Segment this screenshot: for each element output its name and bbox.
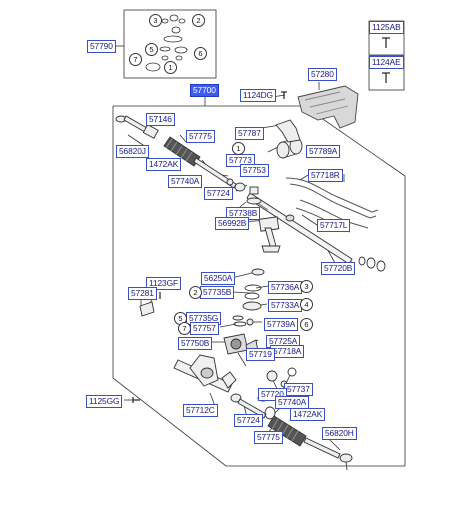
bracket-57281 (139, 301, 155, 317)
callout-2-main: 2 (189, 286, 202, 299)
label-57281[interactable]: 57281 (128, 287, 157, 300)
heat-shield (297, 85, 359, 129)
label-57757[interactable]: 57757 (190, 322, 219, 335)
clamp-tube (276, 137, 303, 159)
callout-6-main: 6 (300, 318, 313, 331)
callout-3: 3 (149, 14, 162, 27)
label-1472ak-lower[interactable]: 1472AK (290, 408, 326, 421)
callout-3-main: 3 (300, 280, 313, 293)
callout-2: 2 (192, 14, 205, 27)
label-57724-upper[interactable]: 57724 (204, 187, 233, 200)
inner-tie-rod-right (230, 393, 276, 420)
label-1472ak-upper[interactable]: 1472AK (146, 158, 182, 171)
label-57739a[interactable]: 57739A (264, 318, 299, 331)
label-1125ab[interactable]: 1125AB (369, 21, 404, 34)
label-1123gf[interactable]: 1123GF (146, 277, 182, 290)
callout-1-main: 1 (232, 142, 245, 155)
label-57280[interactable]: 57280 (308, 68, 337, 81)
bellows-right (267, 415, 307, 447)
inner-tie-rod-left (193, 157, 246, 192)
label-56992b[interactable]: 56992B (215, 217, 250, 230)
callout-7-main: 7 (178, 322, 191, 335)
label-57724-lower[interactable]: 57724 (234, 414, 263, 427)
mount-bracket (275, 119, 301, 143)
label-57735b[interactable]: 57735B (200, 286, 235, 299)
callout-1: 1 (164, 61, 177, 74)
tie-rod-end-left (115, 115, 159, 139)
label-57733a[interactable]: 57733A (268, 299, 303, 312)
label-1124ae[interactable]: 1124AE (369, 56, 404, 69)
label-56250a[interactable]: 56250A (201, 272, 236, 285)
label-57750b[interactable]: 57750B (178, 337, 213, 350)
label-57736a[interactable]: 57736A (268, 281, 303, 294)
label-57146[interactable]: 57146 (146, 113, 175, 126)
label-57753[interactable]: 57753 (240, 164, 269, 177)
label-1124dg[interactable]: 1124DG (240, 89, 276, 102)
label-56820h[interactable]: 56820H (322, 427, 357, 440)
rack-seals-right (358, 256, 386, 272)
label-57718r[interactable]: 57718R (308, 169, 343, 182)
tie-rod-end-right (303, 437, 353, 471)
bolt-icons (132, 37, 390, 403)
seal-kit-box (123, 9, 217, 79)
label-57789a[interactable]: 57789A (306, 145, 341, 158)
callout-7: 7 (129, 53, 142, 66)
label-57740a-upper[interactable]: 57740A (168, 175, 203, 188)
label-57720b[interactable]: 57720B (321, 262, 356, 275)
label-57718a[interactable]: 57718A (270, 345, 305, 358)
label-57717l[interactable]: 57717L (317, 219, 351, 232)
label-57775-lower[interactable]: 57775 (254, 431, 283, 444)
label-57719[interactable]: 57719 (246, 348, 275, 361)
callout-6: 6 (194, 47, 207, 60)
bellows-left (163, 136, 201, 167)
label-57787[interactable]: 57787 (235, 127, 264, 140)
label-57790[interactable]: 57790 (87, 40, 116, 53)
gear-housing (173, 354, 237, 393)
label-assembly-57700[interactable]: 57700 (190, 84, 219, 97)
pinion-parts (232, 186, 281, 327)
seal-kit-parts (145, 14, 188, 72)
callout-5: 5 (145, 43, 158, 56)
label-1125gg[interactable]: 1125GG (86, 395, 123, 408)
label-57712c[interactable]: 57712C (183, 404, 218, 417)
callout-4-main: 4 (300, 298, 313, 311)
label-57737[interactable]: 57737 (284, 383, 313, 396)
label-56820j[interactable]: 56820J (116, 145, 149, 158)
label-57775-upper[interactable]: 57775 (186, 130, 215, 143)
